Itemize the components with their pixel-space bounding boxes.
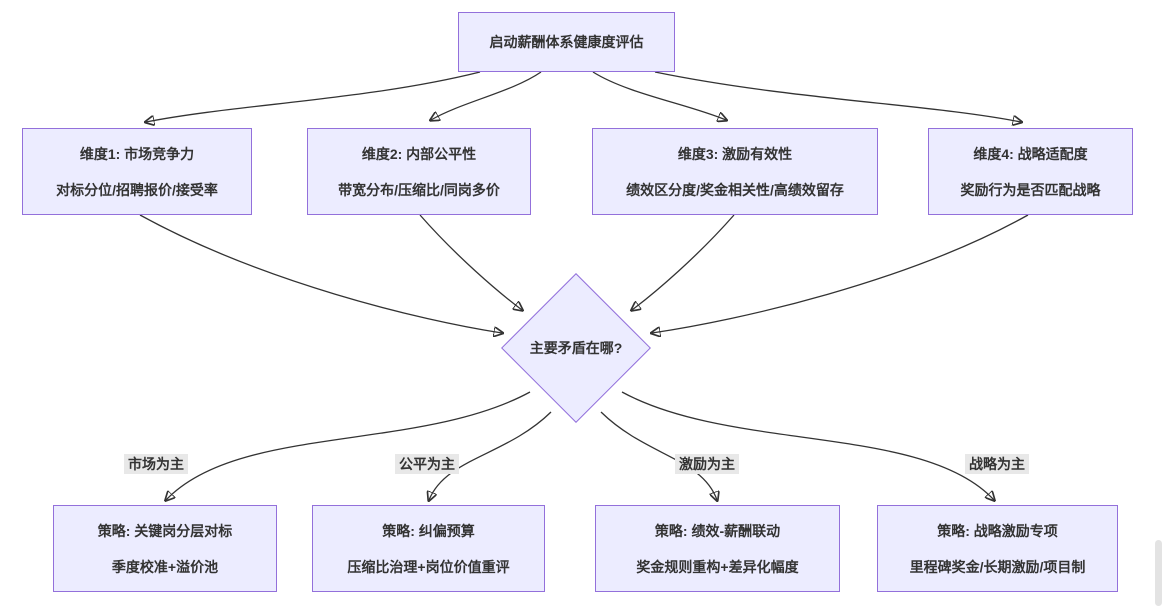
node-strategy-4-title: 策略: 战略激励专项 xyxy=(937,522,1058,539)
node-root: 启动薪酬体系健康度评估 xyxy=(458,12,675,72)
decision-label: 主要矛盾在哪? xyxy=(529,340,623,356)
node-strategy-4-subtitle: 里程碑奖金/长期激励/项目制 xyxy=(909,558,1086,575)
edge-root-dimension-2 xyxy=(431,71,542,120)
node-dimension-4: 维度4: 战略适配度 奖励行为是否匹配战略 xyxy=(928,128,1133,215)
edge-decision-strategy-2 xyxy=(429,411,552,500)
node-strategy-2-title: 策略: 纠偏预算 xyxy=(382,522,475,539)
node-dimension-2-title: 维度2: 内部公平性 xyxy=(361,145,477,162)
edge-label-strategy: 战略为主 xyxy=(965,454,1029,474)
edge-root-dimension-3 xyxy=(592,71,726,120)
node-strategy-3-subtitle: 奖金规则重构+差异化幅度 xyxy=(636,558,799,575)
node-dimension-2: 维度2: 内部公平性 带宽分布/压缩比/同岗多价 xyxy=(307,128,531,215)
node-dimension-4-title: 维度4: 战略适配度 xyxy=(973,145,1088,162)
edge-dimension-3-decision xyxy=(632,214,735,310)
node-dimension-1-title: 维度1: 市场竞争力 xyxy=(79,145,195,162)
node-strategy-1-subtitle: 季度校准+溢价池 xyxy=(111,558,219,575)
edge-dimension-1-decision xyxy=(139,214,502,333)
edge-dimension-2-decision xyxy=(419,214,522,310)
edge-decision-strategy-4 xyxy=(621,391,994,500)
node-root-label: 启动薪酬体系健康度评估 xyxy=(489,34,644,50)
node-strategy-1: 策略: 关键岗分层对标 季度校准+溢价池 xyxy=(53,505,277,592)
node-strategy-3-title: 策略: 绩效-薪酬联动 xyxy=(654,522,781,539)
node-strategy-3: 策略: 绩效-薪酬联动 奖金规则重构+差异化幅度 xyxy=(595,505,840,592)
node-dimension-3: 维度3: 激励有效性 绩效区分度/奖金相关性/高绩效留存 xyxy=(592,128,878,215)
edge-label-market: 市场为主 xyxy=(124,454,188,474)
node-dimension-1: 维度1: 市场竞争力 对标分位/招聘报价/接受率 xyxy=(22,128,252,215)
node-strategy-1-title: 策略: 关键岗分层对标 xyxy=(97,522,233,539)
node-dimension-3-subtitle: 绩效区分度/奖金相关性/高绩效留存 xyxy=(626,181,844,198)
vertical-scrollbar-thumb[interactable] xyxy=(1155,540,1162,606)
edge-decision-strategy-1 xyxy=(166,391,531,500)
edge-root-dimension-1 xyxy=(146,71,481,122)
node-dimension-1-subtitle: 对标分位/招聘报价/接受率 xyxy=(56,181,218,198)
node-strategy-4: 策略: 战略激励专项 里程碑奖金/长期激励/项目制 xyxy=(877,505,1118,592)
node-dimension-2-subtitle: 带宽分布/压缩比/同岗多价 xyxy=(338,181,500,198)
node-dimension-3-title: 维度3: 激励有效性 xyxy=(677,145,793,162)
node-dimension-4-subtitle: 奖励行为是否匹配战略 xyxy=(960,181,1101,198)
node-strategy-2: 策略: 纠偏预算 压缩比治理+岗位价值重评 xyxy=(312,505,545,592)
edge-dimension-4-decision xyxy=(652,214,1029,333)
edge-root-dimension-4 xyxy=(654,71,1021,122)
edge-decision-strategy-3 xyxy=(600,411,717,500)
edge-label-incentive: 激励为主 xyxy=(675,454,739,474)
node-strategy-2-subtitle: 压缩比治理+岗位价值重评 xyxy=(347,558,510,575)
edge-label-fairness: 公平为主 xyxy=(395,454,459,474)
